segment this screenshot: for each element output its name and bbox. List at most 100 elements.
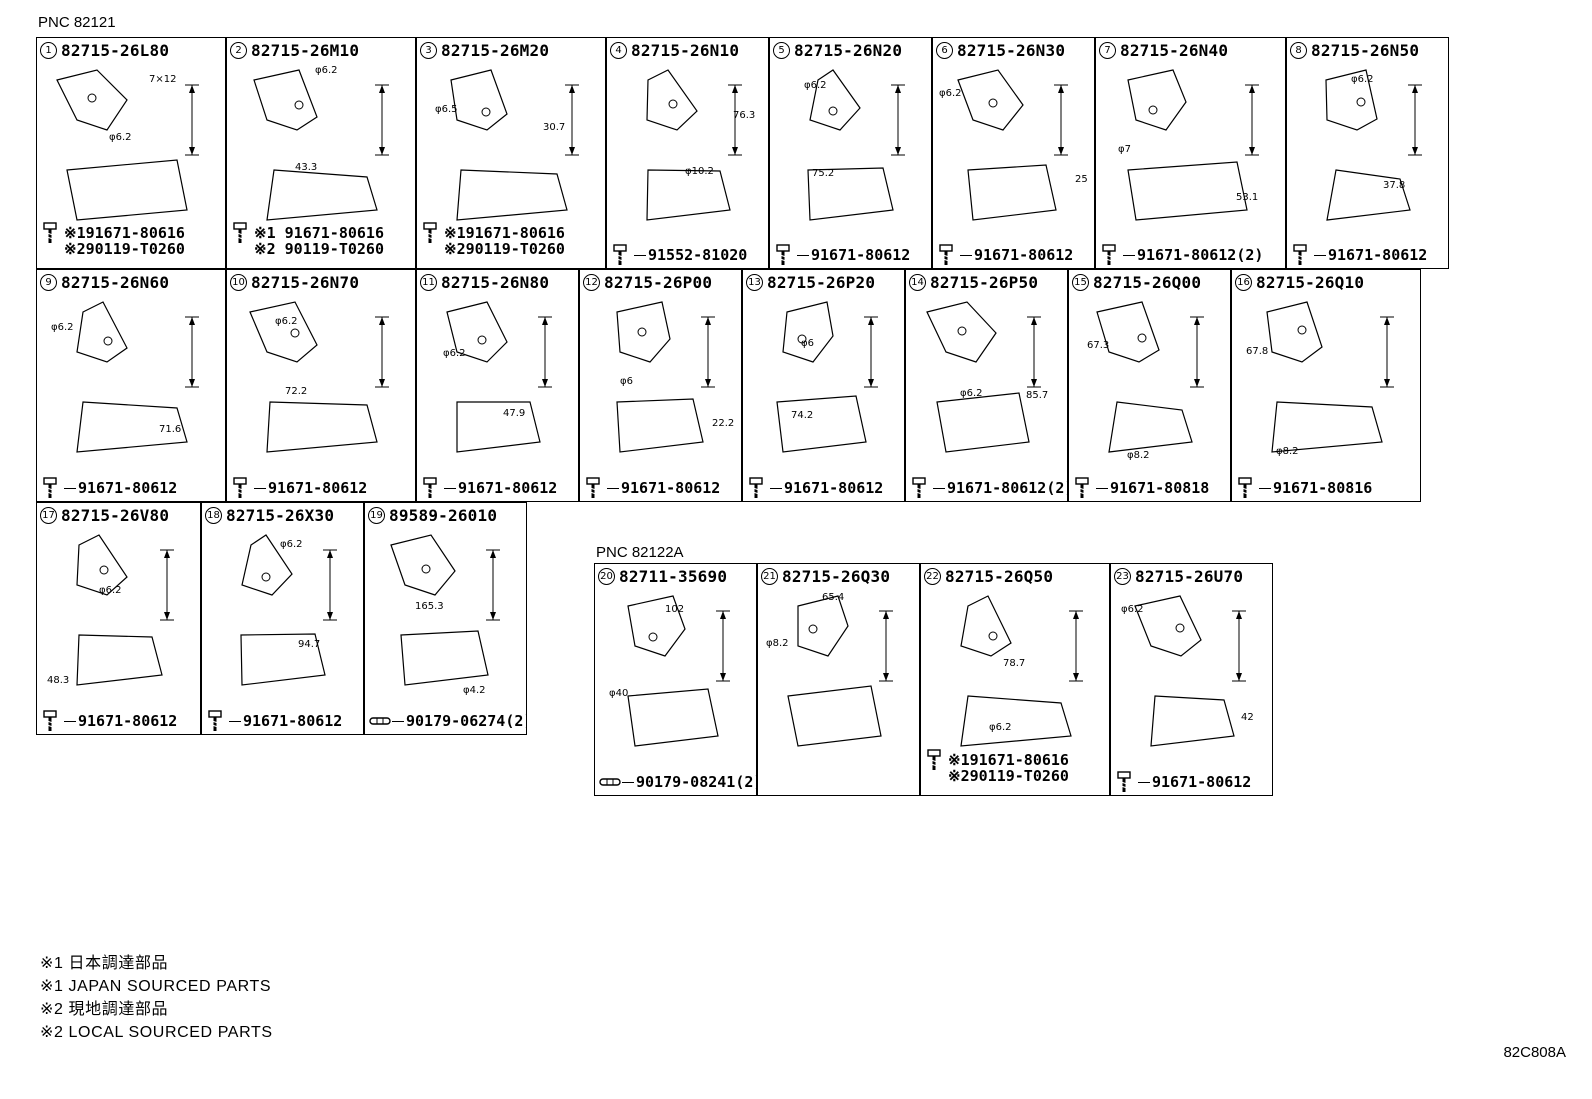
bolt-icon bbox=[1293, 244, 1307, 265]
part-number: 82715-26M10 bbox=[251, 41, 360, 60]
fastener-row: ※191671-80616 bbox=[925, 749, 1069, 771]
part-header: 23 82715-26U70 bbox=[1114, 567, 1243, 586]
part-header: 4 82715-26N10 bbox=[610, 41, 739, 60]
diagram-code: 82C808A bbox=[1503, 1044, 1566, 1061]
fastener-part-number: ※191671-80616 bbox=[64, 224, 185, 242]
dimension-label: φ6.2 bbox=[989, 722, 1012, 733]
part-header: 8 82715-26N50 bbox=[1290, 41, 1419, 60]
dimension-label: 67.3 bbox=[1087, 340, 1110, 351]
part-index: 16 bbox=[1235, 274, 1252, 291]
dimension-label: 30.7 bbox=[543, 122, 566, 133]
bracket-drawing bbox=[1096, 301, 1204, 453]
bracket-drawing bbox=[56, 69, 199, 221]
dimension-label: 76.3 bbox=[733, 110, 756, 121]
part-number: 89589-26010 bbox=[389, 506, 498, 525]
part-index: 5 bbox=[773, 42, 790, 59]
part-header: 19 89589-26010 bbox=[368, 506, 497, 525]
part-header: 2 82715-26M10 bbox=[230, 41, 359, 60]
dimension-label: 65.4 bbox=[822, 592, 845, 603]
bracket-drawing bbox=[253, 69, 389, 221]
dimension-label: 71.6 bbox=[159, 424, 182, 435]
fastener-row: 91552-81020 bbox=[611, 244, 747, 266]
part-header: 1 82715-26L80 bbox=[40, 41, 169, 60]
dimension-label: φ6.2 bbox=[960, 388, 983, 399]
dimension-label: φ6.2 bbox=[1121, 604, 1144, 615]
fastener-row: 91671-80612 bbox=[774, 244, 910, 266]
dimension-label: φ6 bbox=[801, 338, 814, 349]
bolt-icon bbox=[423, 222, 437, 243]
bolt-icon bbox=[613, 244, 627, 265]
fastener-row: ※191671-80616 bbox=[41, 222, 185, 244]
bolt-icon bbox=[912, 477, 926, 498]
dimension-label: φ10.2 bbox=[685, 166, 714, 177]
dimension-label: 78.7 bbox=[1003, 658, 1026, 669]
part-index: 22 bbox=[924, 568, 941, 585]
note-2-jp: ※2 現地調達部品 bbox=[40, 1001, 169, 1018]
fastener-part-number: ※1 91671-80616 bbox=[254, 224, 384, 242]
part-number: 82715-26N10 bbox=[631, 41, 740, 60]
dimension-label: 25 bbox=[1075, 174, 1088, 185]
clip-icon bbox=[369, 717, 391, 725]
dimension-label: 22.2 bbox=[712, 418, 735, 429]
bracket-drawing bbox=[627, 595, 730, 747]
part-cell: 4 82715-26N10 76.3 φ10.2 91552-81020 bbox=[606, 37, 769, 269]
part-number: 82715-26Q30 bbox=[782, 567, 891, 586]
fastener-part-number: ※290119-T0260 bbox=[948, 767, 1069, 785]
bolt-icon bbox=[1117, 771, 1131, 792]
part-header: 20 82711-35690 bbox=[598, 567, 727, 586]
part-number: 82715-26N60 bbox=[61, 273, 170, 292]
fastener-row: ※2 90119-T0260 bbox=[231, 240, 384, 258]
fastener-row: 91671-80818 bbox=[1073, 477, 1209, 499]
bolt-icon bbox=[1075, 477, 1089, 498]
bracket-drawing bbox=[646, 69, 742, 221]
fastener-part-number: 91671-80612 bbox=[458, 479, 558, 497]
part-number: 82715-26N80 bbox=[441, 273, 550, 292]
dimension-label: 94.7 bbox=[298, 639, 321, 650]
dimension-label: 53.1 bbox=[1236, 192, 1259, 203]
part-number: 82715-26N50 bbox=[1311, 41, 1420, 60]
fastener-row: 91671-80612(2) bbox=[1100, 244, 1263, 266]
fastener-row: 91671-80612 bbox=[584, 477, 720, 499]
bolt-icon bbox=[43, 477, 57, 498]
part-number: 82715-26Q50 bbox=[945, 567, 1054, 586]
part-header: 16 82715-26Q10 bbox=[1235, 273, 1364, 292]
fastener-part-number: 91671-80612 bbox=[268, 479, 368, 497]
fastener-part-number: 91671-80612 bbox=[784, 479, 884, 497]
fastener-row: 91671-80612(2) bbox=[910, 477, 1068, 499]
dimension-label: φ6.2 bbox=[939, 88, 962, 99]
part-header: 6 82715-26N30 bbox=[936, 41, 1065, 60]
part-index: 4 bbox=[610, 42, 627, 59]
dimension-label: φ7 bbox=[1118, 144, 1131, 155]
part-header: 10 82715-26N70 bbox=[230, 273, 359, 292]
bolt-icon bbox=[423, 477, 437, 498]
fastener-row: 91671-80816 bbox=[1236, 477, 1372, 499]
part-header: 15 82715-26Q00 bbox=[1072, 273, 1201, 292]
dimension-label: φ6.2 bbox=[315, 65, 338, 76]
part-header: 17 82715-26V80 bbox=[40, 506, 169, 525]
fastener-row: ※191671-80616 bbox=[421, 222, 565, 244]
bracket-drawing bbox=[76, 301, 199, 453]
part-header: 12 82715-26P00 bbox=[583, 273, 712, 292]
fastener-part-number: 91671-80612(2) bbox=[947, 479, 1068, 497]
fastener-part-number: 91671-80612(2) bbox=[1137, 246, 1264, 264]
fastener-row: 91671-80612 bbox=[1291, 244, 1427, 266]
part-number: 82715-26M20 bbox=[441, 41, 550, 60]
part-index: 10 bbox=[230, 274, 247, 291]
part-header: 13 82715-26P20 bbox=[746, 273, 875, 292]
bracket-drawing bbox=[787, 595, 893, 747]
bracket-drawing bbox=[1325, 69, 1422, 221]
part-header: 18 82715-26X30 bbox=[205, 506, 334, 525]
notes-legend: ※1 日本調達部品 ※1 JAPAN SOURCED PARTS ※2 現地調達… bbox=[40, 952, 273, 1044]
bracket-drawing bbox=[249, 301, 389, 453]
bracket-drawing bbox=[450, 69, 579, 221]
dimension-label: 48.3 bbox=[47, 675, 70, 686]
part-index: 17 bbox=[40, 507, 57, 524]
part-number: 82715-26N30 bbox=[957, 41, 1066, 60]
